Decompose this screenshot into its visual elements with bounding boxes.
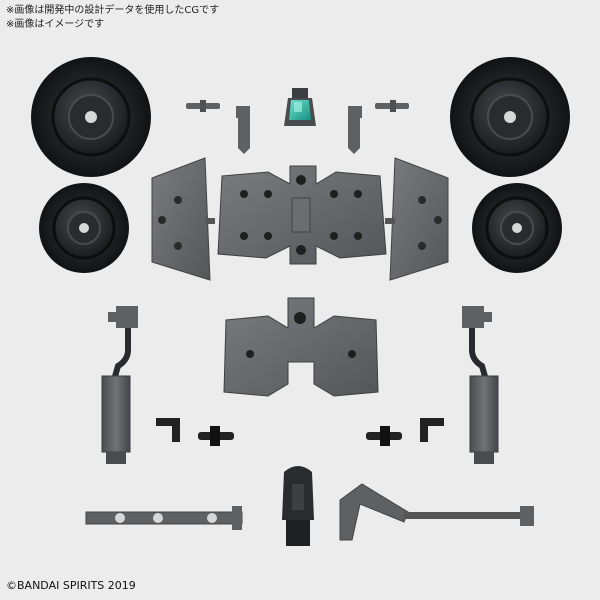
arm-link-part xyxy=(339,483,534,541)
copyright-text: ©BANDAI SPIRITS 2019 xyxy=(6,579,136,592)
pin-part-top-left xyxy=(186,100,220,112)
suspension-strut-left xyxy=(101,306,138,464)
teal-sensor-part xyxy=(284,88,316,126)
suspension-strut-right xyxy=(462,306,499,464)
black-shroud-part xyxy=(282,466,314,546)
joint-part-right-1 xyxy=(366,426,402,446)
l-bracket-left xyxy=(236,106,250,154)
disclaimer-note-cg: ※画像は開発中の設計データを使用したCGです xyxy=(6,5,220,16)
joint-part-left-2 xyxy=(198,426,234,446)
side-plate-right xyxy=(385,157,449,281)
axle-rail-left xyxy=(85,506,243,530)
side-plate-left xyxy=(151,157,215,281)
wheel-large-left xyxy=(31,57,151,177)
wheel-small-right xyxy=(472,183,562,273)
wheel-large-right xyxy=(450,57,570,177)
disclaimer-note-image: ※画像はイメージです xyxy=(6,19,105,30)
joint-part-left-1 xyxy=(156,418,180,442)
l-bracket-right xyxy=(348,106,362,154)
wheel-small-left xyxy=(39,183,129,273)
pin-part-top-right xyxy=(375,100,409,112)
joint-part-right-2 xyxy=(420,418,444,442)
lower-chassis-part xyxy=(223,297,379,397)
central-chassis-part xyxy=(217,165,387,265)
